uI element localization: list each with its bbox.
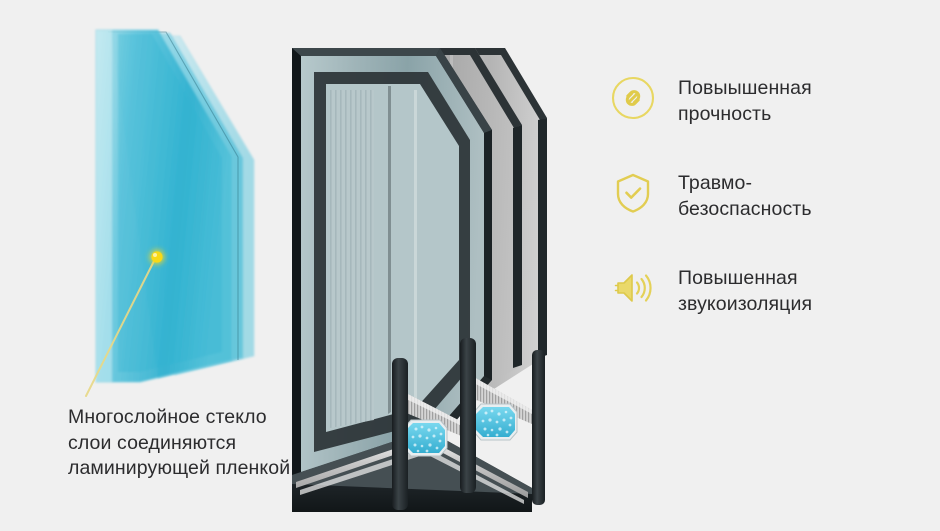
feature-label: Повыышенная прочность (678, 77, 812, 125)
feature-item-strength: Повыышенная прочность (610, 72, 930, 127)
insulating-glass-unit (292, 48, 547, 512)
desiccant-box-1 (403, 419, 448, 457)
laminated-glass-diagram (85, 29, 255, 397)
desiccant-box-2 (473, 403, 518, 441)
feature-label: Повышенная звукоизоляция (678, 267, 813, 315)
feature-item-safety: Травмо- безоспасность (610, 167, 930, 222)
link-icon (611, 76, 655, 120)
callout-pointer (85, 249, 165, 397)
glass-pane-front (95, 29, 233, 383)
spacer-bar-1 (392, 358, 408, 510)
feature-item-soundproofing: Повышенная звукоизоляция (610, 262, 930, 317)
igu-spacer-assembly (392, 338, 532, 510)
shield-check-icon (616, 173, 650, 213)
feature-list: Повыышенная прочность Травмо- безоспасно… (610, 72, 930, 357)
igu-pane-front (292, 48, 492, 490)
spacer-bar-2 (460, 338, 476, 493)
feature-label: Травмо- безоспасность (678, 172, 812, 220)
laminated-glass-caption: Многослойное стекло слои соединяются лам… (68, 406, 291, 479)
speaker-waves-icon (614, 274, 652, 302)
